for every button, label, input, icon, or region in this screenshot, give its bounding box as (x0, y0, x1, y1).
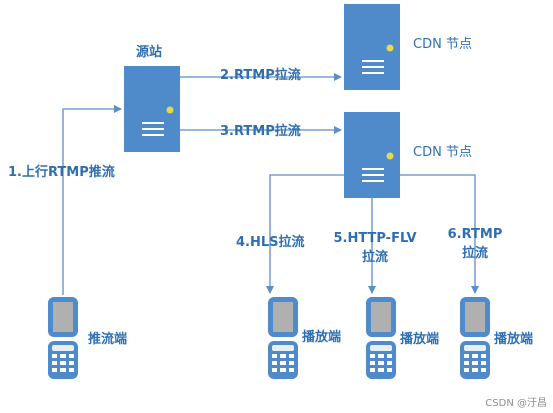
player-1-label: 播放端 (302, 330, 342, 345)
hls-edge-label: 4.HLS拉流 (236, 235, 305, 250)
rtmp-edge-label-line2: 拉流 (461, 246, 488, 261)
pusher-phone-icon (48, 297, 78, 379)
cdn-top-label: CDN 节点 (413, 37, 472, 52)
player-2-phone-icon (366, 297, 396, 379)
pull-top-edge-label: 2.RTMP拉流 (220, 68, 301, 83)
flv-edge-label-line1: 5.HTTP-FLV (333, 231, 417, 246)
cdn-top-server-icon (344, 4, 400, 90)
player-3-label: 播放端 (494, 332, 534, 347)
player-2-label: 播放端 (400, 332, 440, 347)
watermark: CSDN @汙昌 (485, 398, 547, 409)
player-3-phone-icon (460, 297, 490, 379)
push-edge-label: 1.上行RTMP推流 (8, 165, 115, 180)
rtmp-edge-label-line1: 6.RTMP (447, 227, 503, 242)
cdn-main-label: CDN 节点 (413, 145, 472, 160)
cdn-main-server-icon (344, 112, 400, 198)
push-edge (62, 105, 122, 295)
player-1-phone-icon (268, 297, 298, 379)
rtmp-edge (400, 174, 479, 294)
origin-server-icon (124, 66, 180, 152)
origin-label: 源站 (136, 45, 163, 60)
pull-main-edge-label: 3.RTMP拉流 (220, 124, 301, 139)
flv-edge-label-line2: 拉流 (361, 250, 388, 265)
hls-edge (266, 174, 344, 294)
pusher-label: 推流端 (88, 332, 128, 347)
